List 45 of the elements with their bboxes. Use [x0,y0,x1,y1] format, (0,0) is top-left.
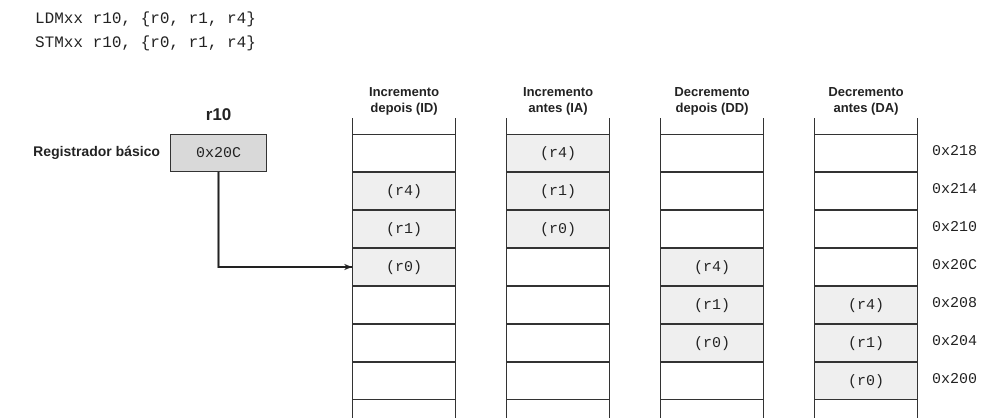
column-heading: Decremento depois (DD) [673,84,751,116]
code-line: STMxx r10, {r0, r1, r4} [35,34,256,52]
memory-cell [352,286,456,324]
memory-cell [352,362,456,400]
memory-cell: (r0) [814,362,918,400]
memory-cell: (r0) [506,210,610,248]
memory-cell [352,324,456,362]
register-caption: Registrador básico [33,143,160,159]
register-box: 0x20C [170,134,267,172]
memory-cell [506,248,610,286]
memory-cell [506,324,610,362]
column-heading: Decremento antes (DA) [827,84,905,116]
address-label: 0x200 [932,371,978,388]
memory-cell [814,210,918,248]
memory-cell [814,134,918,172]
memory-cell [660,172,764,210]
memory-cell [660,210,764,248]
memory-cell [660,134,764,172]
memory-cell: (r4) [660,248,764,286]
memory-cell [814,172,918,210]
arrow [218,172,352,270]
address-label: 0x210 [932,219,978,236]
column-heading: Incremento depois (ID) [368,84,440,116]
memory-cell [506,286,610,324]
memory-cell [814,248,918,286]
memory-cell: (r1) [352,210,456,248]
address-label: 0x214 [932,181,978,198]
memory-cell: (r1) [506,172,610,210]
memory-cell: (r1) [660,286,764,324]
address-label: 0x208 [932,295,978,312]
memory-cell: (r4) [814,286,918,324]
memory-cell [506,362,610,400]
address-label: 0x218 [932,143,978,160]
column-heading: Incremento antes (IA) [522,84,594,116]
memory-cell [352,134,456,172]
address-label: 0x204 [932,333,978,350]
register-name: r10 [204,104,232,126]
memory-cell: (r1) [814,324,918,362]
memory-cell: (r4) [352,172,456,210]
memory-cell: (r0) [660,324,764,362]
memory-cell [660,362,764,400]
address-label: 0x20C [932,257,978,274]
code-line: LDMxx r10, {r0, r1, r4} [35,10,256,28]
memory-cell: (r0) [352,248,456,286]
memory-cell: (r4) [506,134,610,172]
